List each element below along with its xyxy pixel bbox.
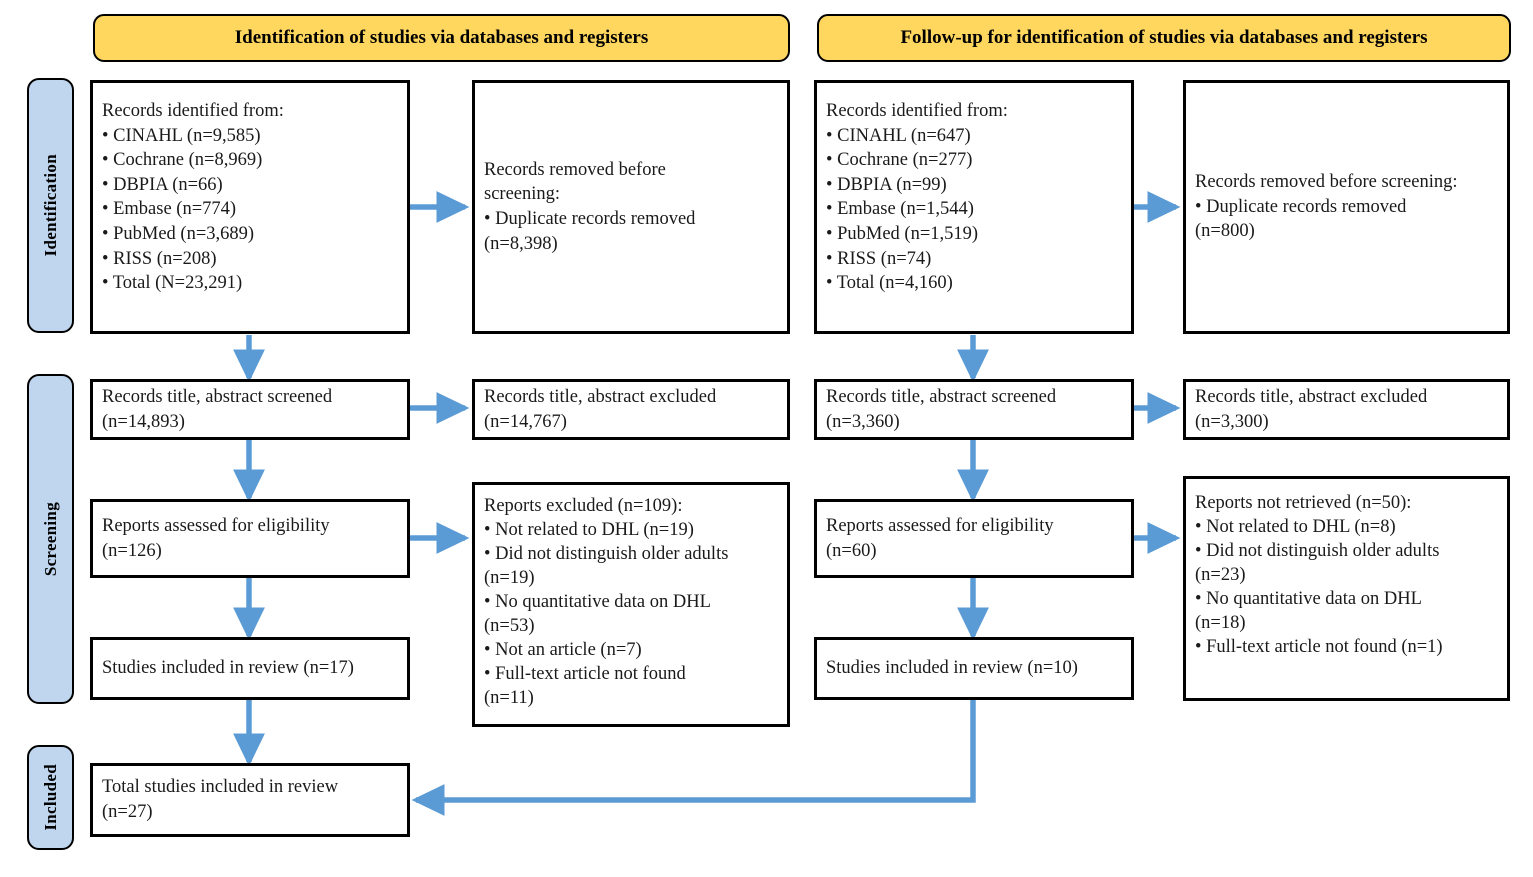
box-line: • Cochrane (n=8,969) (102, 150, 263, 171)
box-line: • Full-text article not found (n=1) (1195, 637, 1443, 658)
stage-label-screening-text: Screening (40, 501, 60, 577)
box-line: • Full-text article not found (484, 664, 686, 685)
box-line: • Did not distinguish older adults (484, 544, 729, 565)
box-left-reports-eligibility: Reports assessed for eligibility (n=126) (90, 499, 410, 578)
box-line: • RISS (n=208) (102, 248, 217, 269)
box-left-records-identified: Records identified from: • CINAHL (n=9,5… (90, 80, 410, 334)
stage-label-identification-text: Identification (40, 154, 60, 257)
box-line: (n=18) (1195, 613, 1246, 634)
box-right-records-screened: Records title, abstract screened (n=3,36… (814, 379, 1134, 440)
box-line: • Total (n=4,160) (826, 273, 953, 294)
box-line: Records removed before (484, 159, 666, 180)
box-line: Records title, abstract excluded (484, 386, 717, 407)
box-line: • Embase (n=1,544) (826, 199, 974, 220)
box-line: • Duplicate records removed (1195, 196, 1407, 217)
box-line: Reports assessed for eligibility (826, 515, 1054, 536)
box-total-studies-included: Total studies included in review (n=27) (90, 763, 410, 837)
box-line: (n=800) (1195, 221, 1255, 242)
box-line: • Cochrane (n=277) (826, 150, 973, 171)
box-line: • Not related to DHL (n=8) (1195, 517, 1396, 538)
box-line: screening: (484, 184, 561, 205)
box-line: • Not related to DHL (n=19) (484, 520, 694, 541)
box-line: Studies included in review (n=17) (102, 658, 354, 679)
box-line: • DBPIA (n=66) (102, 174, 223, 195)
box-line: (n=14,893) (102, 411, 185, 432)
box-left-studies-included: Studies included in review (n=17) (90, 637, 410, 700)
box-line: (n=14,767) (484, 411, 567, 432)
box-left-records-removed: Records removed before screening: • Dupl… (472, 80, 790, 334)
box-line: Records identified from: (102, 101, 284, 121)
box-line: • PubMed (n=1,519) (826, 223, 979, 244)
box-line: (n=27) (102, 802, 153, 822)
box-line: (n=3,360) (826, 411, 900, 432)
box-line: Records identified from: (826, 101, 1008, 121)
box-line: • DBPIA (n=99) (826, 174, 947, 195)
box-right-reports-not-retrieved: Reports not retrieved (n=50): • Not rela… (1183, 476, 1510, 701)
box-line: • CINAHL (n=647) (826, 125, 971, 146)
box-left-reports-excluded: Reports excluded (n=109): • Not related … (472, 482, 790, 727)
stage-label-screening: Screening (27, 374, 74, 704)
box-left-records-excluded: Records title, abstract excluded (n=14,7… (472, 379, 790, 440)
box-line: • Embase (n=774) (102, 199, 237, 220)
box-right-studies-included: Studies included in review (n=10) (814, 637, 1134, 700)
box-line: (n=3,300) (1195, 411, 1269, 432)
box-line: (n=126) (102, 540, 162, 561)
box-line: Records title, abstract screened (826, 386, 1057, 407)
box-line: • Duplicate records removed (484, 209, 696, 229)
box-line: Records removed before screening: (1195, 172, 1458, 193)
box-line: Reports excluded (n=109): (484, 496, 683, 516)
banner-right: Follow-up for identification of studies … (817, 14, 1511, 62)
stage-label-included: Included (27, 745, 74, 850)
banner-left: Identification of studies via databases … (93, 14, 790, 62)
box-line: Reports not retrieved (n=50): (1195, 493, 1412, 513)
box-line: Records title, abstract screened (102, 386, 333, 407)
box-line: (n=11) (484, 688, 534, 709)
box-line: • Total (N=23,291) (102, 273, 243, 294)
box-line: (n=53) (484, 616, 535, 637)
box-right-records-identified: Records identified from: • CINAHL (n=647… (814, 80, 1134, 334)
box-line: Total studies included in review (102, 777, 339, 798)
box-line: • RISS (n=74) (826, 248, 932, 269)
box-line: • No quantitative data on DHL (1195, 589, 1422, 610)
box-right-records-removed: Records removed before screening: • Dupl… (1183, 80, 1510, 334)
box-line: Studies included in review (n=10) (826, 658, 1078, 679)
box-left-records-screened: Records title, abstract screened (n=14,8… (90, 379, 410, 440)
stage-label-identification: Identification (27, 78, 74, 333)
box-line: • No quantitative data on DHL (484, 592, 711, 613)
box-line: (n=60) (826, 540, 877, 561)
box-line: • CINAHL (n=9,585) (102, 125, 261, 146)
box-line: (n=8,398) (484, 233, 558, 254)
box-right-reports-eligibility: Reports assessed for eligibility (n=60) (814, 499, 1134, 578)
box-line: • Did not distinguish older adults (1195, 541, 1440, 562)
box-line: Records title, abstract excluded (1195, 386, 1428, 407)
stage-label-included-text: Included (40, 764, 60, 831)
box-line: Reports assessed for eligibility (102, 515, 330, 536)
box-line: (n=19) (484, 568, 535, 589)
box-line: (n=23) (1195, 565, 1246, 586)
box-line: • Not an article (n=7) (484, 640, 642, 661)
box-right-records-excluded: Records title, abstract excluded (n=3,30… (1183, 379, 1510, 440)
box-line: • PubMed (n=3,689) (102, 223, 255, 244)
